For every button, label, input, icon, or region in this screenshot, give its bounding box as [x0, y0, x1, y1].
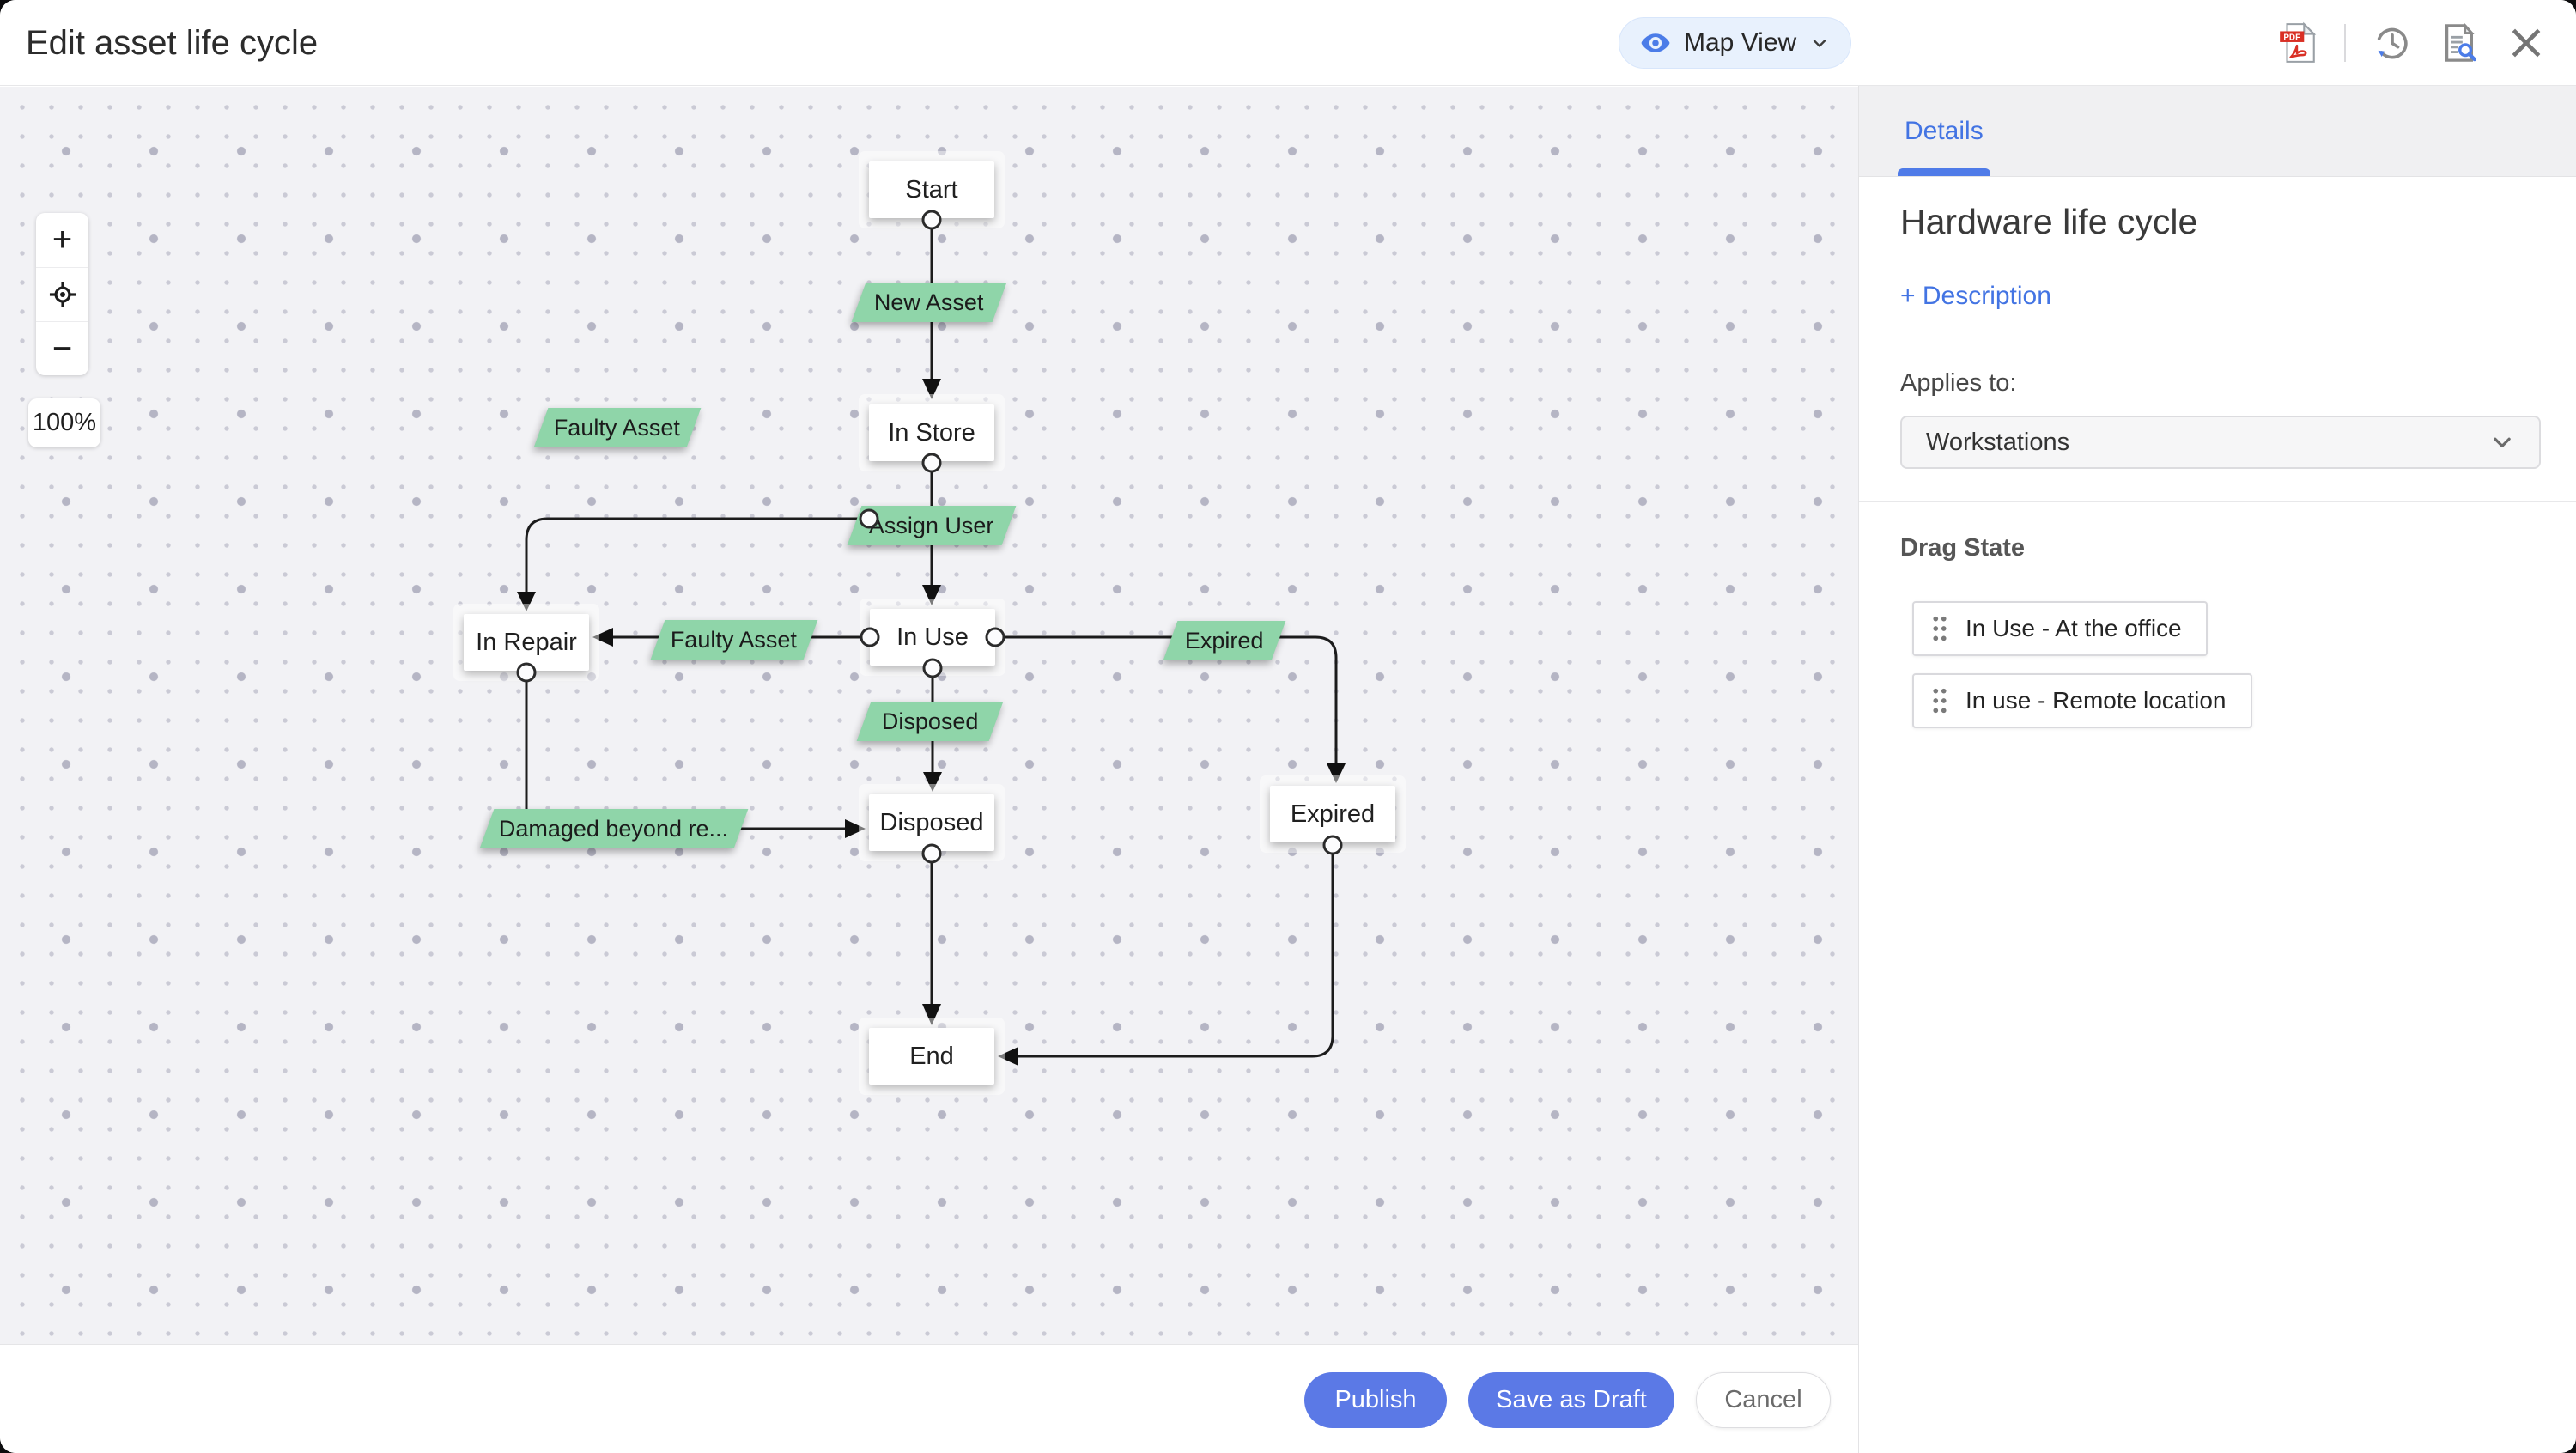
page-title: Edit asset life cycle	[26, 23, 319, 62]
state-node-disposed[interactable]: Disposed	[869, 794, 994, 851]
transition-label-new-asset[interactable]: New Asset	[851, 283, 1007, 322]
history-clock-icon	[2377, 27, 2408, 59]
add-description-link[interactable]: + Description	[1900, 282, 2051, 310]
tab-details[interactable]: Details	[1905, 117, 1984, 145]
edge-expired-end[interactable]	[1018, 854, 1334, 1058]
chevron-down-icon	[2494, 437, 2511, 447]
edge-arrowheads	[517, 379, 1346, 1066]
publish-button[interactable]: Publish	[1304, 1372, 1447, 1428]
edge-instore-inrepair[interactable]	[525, 517, 859, 592]
panel-tabbar: Details	[1859, 86, 2576, 177]
transition-label-assign-user[interactable]: Assign User	[847, 506, 1017, 545]
map-view-button[interactable]: Map View	[1619, 17, 1852, 69]
panel-divider	[1859, 501, 2576, 502]
workflow-canvas[interactable]: New Asset Faulty Asset Assign User Fault…	[0, 87, 1858, 1344]
drag-handle-icon	[1933, 616, 1947, 641]
transition-label-disposed[interactable]: Disposed	[856, 702, 1004, 741]
document-search-icon	[2445, 22, 2476, 62]
chevron-down-icon	[1814, 40, 1826, 47]
drag-handle-icon	[1933, 688, 1947, 714]
footer-actions: Publish Save as Draft Cancel	[0, 1344, 1858, 1453]
header-divider	[2344, 24, 2346, 62]
state-node-expired[interactable]: Expired	[1270, 786, 1395, 842]
zoom-in-button[interactable]: +	[52, 221, 73, 258]
close-icon	[2512, 28, 2541, 58]
edge-inuse-expired[interactable]	[1005, 635, 1338, 763]
pdf-export-button[interactable]: PDF	[2277, 21, 2318, 64]
tab-active-underline	[1898, 168, 1990, 176]
state-node-in-use[interactable]: In Use	[870, 609, 995, 666]
svg-text:PDF: PDF	[2283, 33, 2300, 42]
details-panel: Details Hardware life cycle + Descriptio…	[1858, 86, 2576, 1453]
crosshair-icon	[49, 281, 76, 308]
drag-state-item-office[interactable]: In Use - At the office	[1912, 601, 2208, 656]
history-button[interactable]	[2372, 22, 2413, 64]
map-view-label: Map View	[1684, 28, 1797, 57]
state-node-start[interactable]: Start	[869, 161, 994, 218]
edge-inrepair-disposed[interactable]	[525, 682, 845, 830]
zoom-level-badge: 100%	[28, 398, 100, 447]
cancel-button[interactable]: Cancel	[1696, 1372, 1831, 1428]
state-node-in-store[interactable]: In Store	[869, 404, 994, 461]
eye-icon	[1641, 33, 1670, 52]
header-icons: PDF	[2277, 0, 2547, 86]
drag-state-heading: Drag State	[1900, 534, 2026, 562]
state-node-end[interactable]: End	[869, 1028, 994, 1085]
transition-label-faulty-asset-use[interactable]: Faulty Asset	[650, 620, 818, 660]
transition-label-faulty-asset-store[interactable]: Faulty Asset	[533, 408, 702, 447]
audit-log-button[interactable]	[2439, 22, 2480, 64]
state-node-in-repair[interactable]: In Repair	[464, 614, 589, 671]
center-view-button[interactable]	[36, 267, 88, 321]
zoom-out-button[interactable]: −	[36, 321, 88, 375]
transition-label-expired[interactable]: Expired	[1163, 621, 1286, 660]
transition-label-damaged[interactable]: Damaged beyond re...	[479, 809, 749, 848]
save-draft-button[interactable]: Save as Draft	[1468, 1372, 1674, 1428]
applies-to-value: Workstations	[1926, 428, 2070, 456]
pdf-icon: PDF	[2280, 21, 2317, 63]
close-button[interactable]	[2506, 22, 2547, 64]
drag-state-item-remote[interactable]: In use - Remote location	[1912, 673, 2252, 728]
applies-to-dropdown[interactable]: Workstations	[1900, 416, 2541, 469]
zoom-widget: + −	[36, 213, 88, 375]
lifecycle-title: Hardware life cycle	[1900, 202, 2198, 241]
header: Edit asset life cycle Map View PDF	[0, 0, 2576, 86]
applies-to-label: Applies to:	[1900, 369, 2017, 397]
